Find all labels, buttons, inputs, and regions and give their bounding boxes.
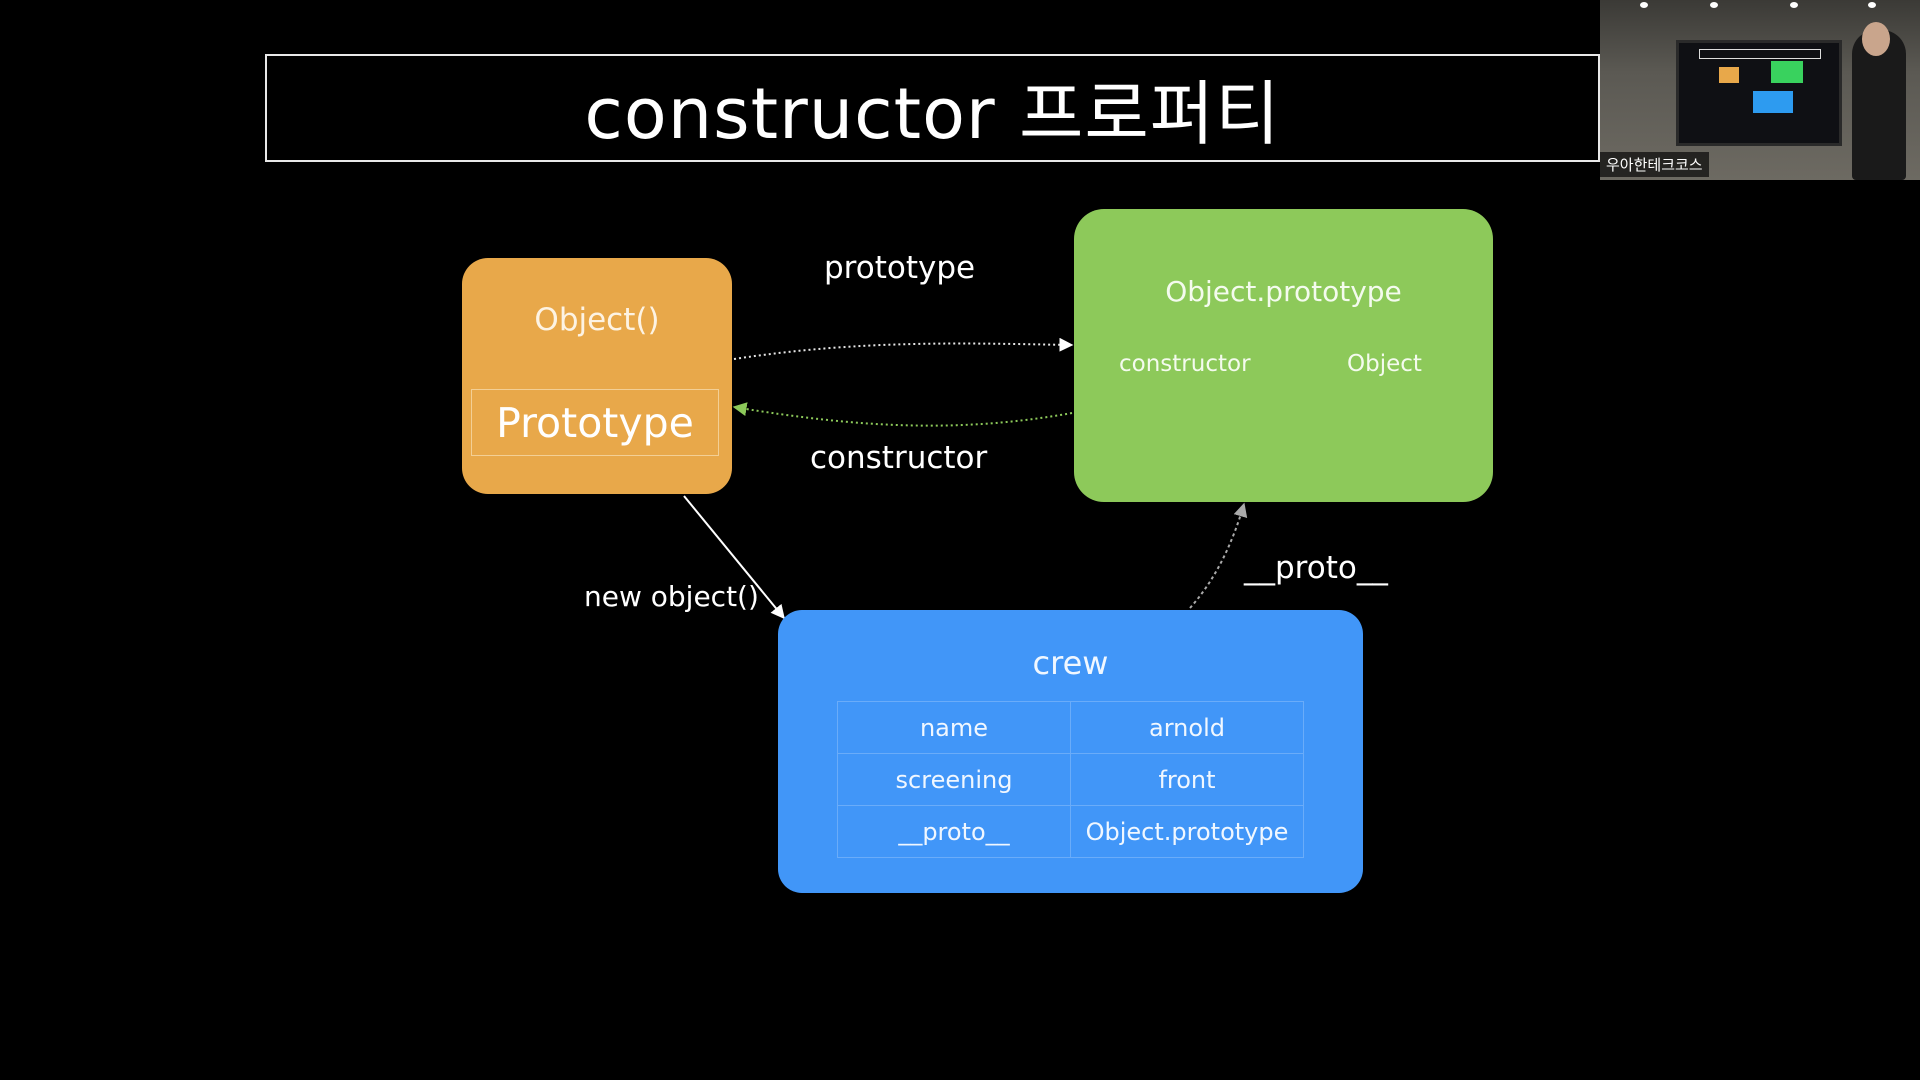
ceiling-light <box>1640 2 1648 8</box>
table-row: screening front <box>837 753 1304 806</box>
proto-edge-label: __proto__ <box>1244 550 1388 586</box>
ceiling-light <box>1710 2 1718 8</box>
slide-title: constructor 프로퍼티 <box>584 72 1281 155</box>
webcam-caption: 우아한테크코스 <box>1600 152 1709 177</box>
object-prototype-node: Object.prototype constructor Object <box>1074 209 1493 502</box>
object-prototype-label: Object.prototype <box>1165 275 1402 308</box>
prototype-edge-label: prototype <box>824 250 976 286</box>
crew-node: crew name arnold screening front __proto… <box>778 610 1363 893</box>
mini-slide-title <box>1699 49 1821 59</box>
table-cell-key: name <box>837 701 1071 754</box>
new-object-edge <box>683 495 785 620</box>
new-object-edge-label: new object() <box>584 580 759 613</box>
mini-orange-box <box>1719 67 1739 83</box>
table-cell-value: front <box>1070 753 1304 806</box>
ceiling-light <box>1790 2 1798 8</box>
presenter-head <box>1862 22 1890 56</box>
table-cell-key: screening <box>837 753 1071 806</box>
table-cell-value: arnold <box>1070 701 1304 754</box>
object-constructor-label: Object() <box>534 302 660 338</box>
prototype-edge <box>733 337 1074 360</box>
presentation-screen <box>1676 40 1842 146</box>
ceiling-light <box>1868 2 1876 8</box>
prototype-prop-value: Object <box>1347 351 1422 377</box>
proto-edge <box>1189 502 1248 609</box>
prototype-slot: Prototype <box>471 389 719 456</box>
table-cell-value: Object.prototype <box>1070 805 1304 858</box>
mini-green-box <box>1771 61 1803 83</box>
crew-label: crew <box>1032 644 1109 682</box>
constructor-edge-label: constructor <box>810 440 988 476</box>
object-constructor-node: Object() Prototype <box>462 258 732 494</box>
mini-blue-box <box>1753 91 1793 113</box>
crew-property-table: name arnold screening front __proto__ Ob… <box>837 701 1304 858</box>
constructor-edge <box>732 402 1073 427</box>
presenter-webcam: 우아한테크코스 <box>1600 0 1920 180</box>
table-cell-key: __proto__ <box>837 805 1071 858</box>
slide-title-box: constructor 프로퍼티 <box>265 54 1600 162</box>
prototype-prop-key: constructor <box>1119 351 1251 377</box>
table-row: name arnold <box>837 701 1304 754</box>
table-row: __proto__ Object.prototype <box>837 805 1304 858</box>
